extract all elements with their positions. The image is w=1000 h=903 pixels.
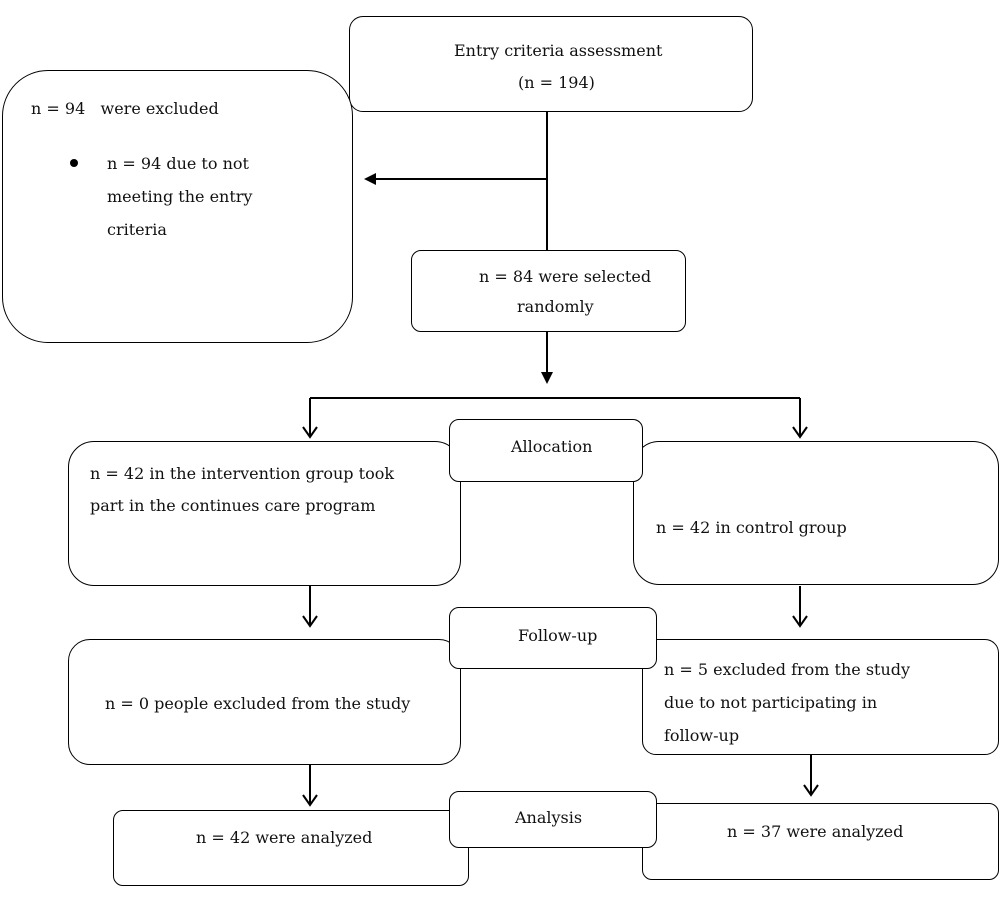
control-analysis-box: n = 37 were analyzed (642, 803, 999, 880)
excluded-reason-line-2: meeting the entry (107, 187, 253, 206)
selected-line-2: randomly (517, 297, 594, 316)
analysis-stage-text: Analysis (515, 808, 583, 827)
intervention-allocation-line-1: n = 42 in the intervention group took (90, 464, 395, 483)
entry-criteria-box: Entry criteria assessment (n = 194) (349, 16, 753, 112)
intervention-analysis-text: n = 42 were analyzed (196, 828, 373, 847)
intervention-analysis-box: n = 42 were analyzed (113, 810, 469, 886)
control-followup-line-2: due to not participating in (664, 693, 878, 712)
control-allocation-box: n = 42 in control group (633, 441, 999, 585)
allocation-stage-label: Allocation (449, 419, 643, 482)
excluded-reason-line-1: n = 94 due to not (107, 154, 249, 173)
excluded-box: n = 94 were excluded n = 94 due to not m… (2, 70, 353, 343)
control-followup-line-3: follow-up (664, 726, 740, 745)
selected-line-1: n = 84 were selected (479, 267, 652, 286)
selected-randomly-box: n = 84 were selected randomly (411, 250, 686, 332)
intervention-followup-text: n = 0 people excluded from the study (105, 694, 411, 713)
intervention-allocation-box: n = 42 in the intervention group took pa… (68, 441, 461, 586)
control-followup-box: n = 5 excluded from the study due to not… (642, 639, 999, 755)
followup-stage-label: Follow-up (449, 607, 657, 669)
followup-stage-text: Follow-up (518, 626, 598, 645)
control-allocation-text: n = 42 in control group (656, 518, 847, 537)
excluded-heading: n = 94 were excluded (31, 99, 219, 118)
excluded-reason-line-3: criteria (107, 220, 167, 239)
allocation-stage-text: Allocation (511, 437, 593, 456)
analysis-stage-label: Analysis (449, 791, 657, 848)
entry-criteria-title: Entry criteria assessment (454, 41, 663, 60)
control-analysis-text: n = 37 were analyzed (727, 822, 904, 841)
control-followup-line-1: n = 5 excluded from the study (664, 660, 911, 679)
bullet-icon (70, 159, 78, 167)
entry-criteria-count: (n = 194) (518, 73, 595, 92)
intervention-followup-box: n = 0 people excluded from the study (68, 639, 461, 765)
intervention-allocation-line-2: part in the continues care program (90, 496, 376, 515)
